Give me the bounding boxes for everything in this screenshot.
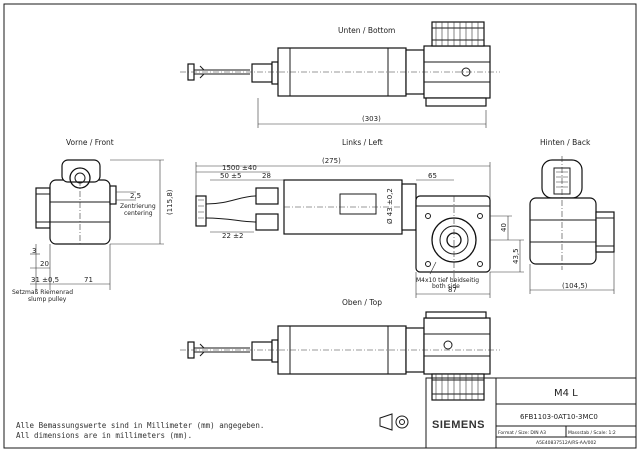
top-view: Oben / Top xyxy=(180,298,500,401)
pulley-note-de: Setzmaß Riemenrad xyxy=(12,289,73,296)
title-block-title: M4 L xyxy=(554,388,578,399)
title-block-format: Format / Size: DIN A3 xyxy=(498,430,546,436)
overall-length-dim: (275) xyxy=(322,157,341,165)
left-gearbox xyxy=(415,195,491,273)
bottom-view: Unten / Bottom (303) xyxy=(180,21,500,128)
back-pulley xyxy=(595,211,615,253)
dim-65: 65 xyxy=(428,172,437,180)
front-dim-3: 3 xyxy=(32,247,36,255)
dim-87: 87 xyxy=(448,286,457,294)
cable-length-dim: 1500 ±40 xyxy=(222,164,257,172)
back-width-dim: (104,5) xyxy=(562,282,588,290)
bottom-pulley xyxy=(431,21,485,47)
top-gearbox xyxy=(423,317,491,375)
dim-40: 40 xyxy=(500,223,508,232)
front-dim-2-5: 2,5 xyxy=(130,192,141,200)
bottom-cable-gland xyxy=(251,63,273,83)
dim-28: 28 xyxy=(262,172,271,180)
centering-note-en: centering xyxy=(124,210,153,217)
units-note-de: Alle Bemassungswerte sind in Millimeter … xyxy=(16,421,264,430)
left-cable-gland-1 xyxy=(255,187,279,205)
left-view-label: Links / Left xyxy=(342,138,383,147)
title-block-doc-number: A5E40837512A/RS-AA/002 xyxy=(536,440,596,446)
back-view: Hinten / Back (104,5) xyxy=(529,138,615,294)
front-motor-circle xyxy=(69,167,91,189)
pulley-note-en: slump pulley xyxy=(28,296,67,303)
sheet-border xyxy=(3,3,637,449)
left-cable-gland-2 xyxy=(255,213,279,231)
front-dim-31: 31 ±0,5 xyxy=(31,276,59,284)
title-block: M4 L 6FB1103-0AT10-3MC0 SIEMENS Format /… xyxy=(425,377,637,449)
back-view-label: Hinten / Back xyxy=(540,138,591,147)
top-view-label: Oben / Top xyxy=(342,298,382,307)
dim-22: 22 ±2 xyxy=(222,232,243,240)
front-dim-20: 20 xyxy=(40,260,49,268)
title-block-part-number: 6FB1103-0AT10-3MC0 xyxy=(520,413,598,421)
bottom-length-dim: (303) xyxy=(362,115,381,123)
title-block-scale: Massstab / Scale: 1:2 xyxy=(568,430,616,436)
top-cable-gland xyxy=(251,341,273,361)
left-view: Links / Left (275) 1500 ±40 50 ±5 28 22 … xyxy=(195,138,524,298)
front-housing xyxy=(49,179,111,245)
projection-symbol xyxy=(379,413,409,431)
bore-note-de: M4x10 tief beidseitig xyxy=(416,277,479,284)
centering-note-de: Zentrierung xyxy=(120,203,156,210)
diameter-dim: Ø 43 ±0,2 xyxy=(386,188,394,224)
dim-50: 50 ±5 xyxy=(220,172,241,180)
front-height-dim: (115,8) xyxy=(166,189,174,215)
front-view-label: Vorne / Front xyxy=(66,138,114,147)
brand-logo: SIEMENS xyxy=(432,419,485,431)
units-note-en: All dimensions are in millimeters (mm). xyxy=(16,431,192,440)
left-connector xyxy=(195,195,207,227)
back-housing xyxy=(529,197,597,265)
bore-note-en: both side xyxy=(432,283,460,290)
front-view: Vorne / Front 2,5 Zentrierung centering … xyxy=(12,138,174,303)
front-dim-71: 71 xyxy=(84,276,93,284)
bottom-view-label: Unten / Bottom xyxy=(338,26,395,35)
dim-43-5: 43,5 xyxy=(512,248,520,264)
